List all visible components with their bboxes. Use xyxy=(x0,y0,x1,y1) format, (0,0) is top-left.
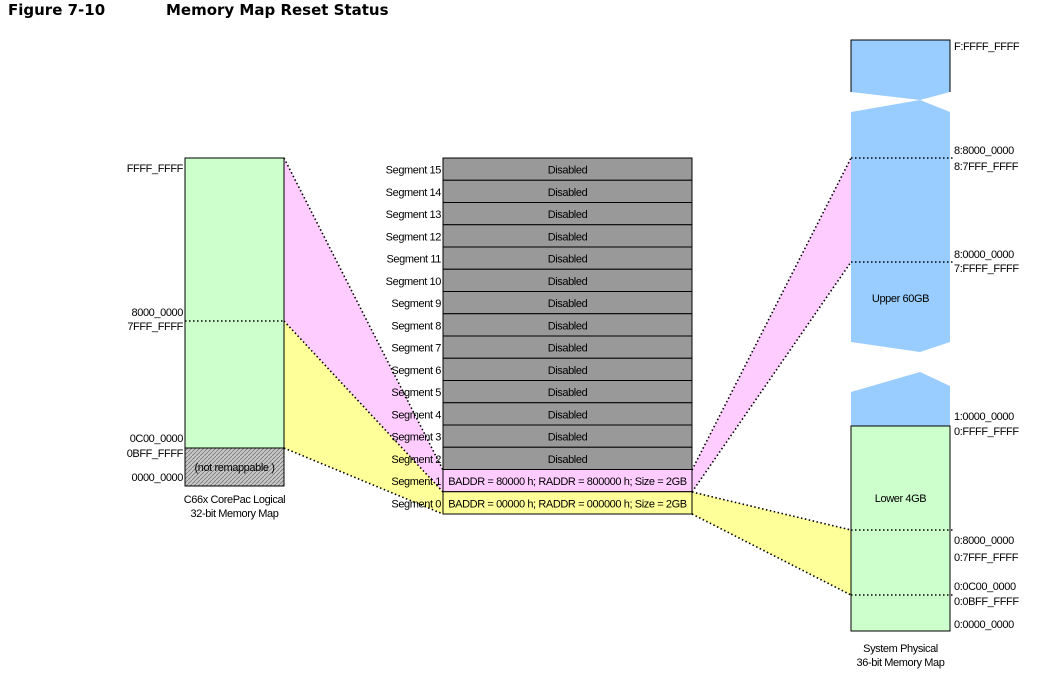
upper-60gb-bottom-block xyxy=(851,372,950,426)
segment-name-8: Segment 8 xyxy=(391,320,441,332)
physical-label-8-7fff-ffff: 8:7FFF_FFFF xyxy=(954,161,1019,173)
segment-name-12: Segment 12 xyxy=(386,231,442,243)
segment-name-2: Segment 2 xyxy=(391,454,441,466)
logical-label-8000-0000: 8000_0000 xyxy=(132,307,184,319)
upper-60gb-label: Upper 60GB xyxy=(872,293,929,305)
segment1-right-wedge xyxy=(692,158,851,492)
logical-label-7fff-ffff: 7FFF_FFFF xyxy=(127,321,183,333)
upper-60gb-top-block xyxy=(851,40,950,100)
physical-label-0-ffff-ffff: 0:FFFF_FFFF xyxy=(954,426,1019,438)
segment-value-5: Disabled xyxy=(548,387,588,399)
segment-name-7: Segment 7 xyxy=(391,343,441,355)
logical-label-0c00-0000: 0C00_0000 xyxy=(130,433,184,445)
physical-map-caption-2: 36-bit Memory Map xyxy=(857,657,945,669)
lower-4gb-label: Lower 4GB xyxy=(875,493,926,505)
segment-value-2: Disabled xyxy=(548,454,588,466)
segment-name-4: Segment 4 xyxy=(391,409,441,421)
physical-label-0-8000-0000: 0:8000_0000 xyxy=(954,535,1014,547)
segment-name-14: Segment 14 xyxy=(386,187,442,199)
segment-value-11: Disabled xyxy=(548,254,588,266)
figure-title: Memory Map Reset Status xyxy=(166,1,389,19)
segment1-left-wedge xyxy=(284,158,443,492)
physical-label-0-0c00-0000: 0:0C00_0000 xyxy=(954,581,1016,593)
segment-value-3: Disabled xyxy=(548,432,588,444)
lower-4gb-region xyxy=(850,425,951,632)
not-remappable-label: (not remappable ) xyxy=(194,462,274,474)
segment0-right-wedge xyxy=(692,492,851,595)
segment-name-15: Segment 15 xyxy=(386,165,442,177)
segment-name-11: Segment 11 xyxy=(386,254,441,266)
segment-name-5: Segment 5 xyxy=(391,387,441,399)
segment-value-8: Disabled xyxy=(548,320,588,332)
segment-name-10: Segment 10 xyxy=(386,276,442,288)
mapping-dotted-lines xyxy=(283,157,852,596)
logical-label-0bff-ffff: 0BFF_FFFF xyxy=(127,448,184,460)
physical-label-f-ffff-ffff: F:FFFF_FFFF xyxy=(954,41,1020,53)
segment-name-6: Segment 6 xyxy=(391,365,441,377)
logical-map-box xyxy=(184,157,285,449)
physical-label-7-ffff-ffff: 7:FFFF_FFFF xyxy=(954,263,1019,275)
logical-label-0000-0000: 0000_0000 xyxy=(132,472,184,484)
not-remappable-region xyxy=(184,447,285,487)
segment-value-13: Disabled xyxy=(548,209,588,221)
segment-value-9: Disabled xyxy=(548,298,588,310)
figure-number: Figure 7-10 xyxy=(8,1,106,19)
segment-name-0: Segment 0 xyxy=(391,498,441,510)
physical-label-8-8000-0000: 8:8000_0000 xyxy=(954,145,1014,157)
segment-value-1: BADDR = 80000 h; RADDR = 800000 h; Size … xyxy=(448,476,687,488)
segment-value-0: BADDR = 00000 h; RADDR = 000000 h; Size … xyxy=(448,498,687,510)
logical-map-caption-1: C66x CorePac Logical xyxy=(184,494,285,506)
physical-label-0-0000-0000: 0:0000_0000 xyxy=(954,619,1014,631)
segment-name-9: Segment 9 xyxy=(391,298,441,310)
physical-label-8-0000-0000: 8:0000_0000 xyxy=(954,249,1014,261)
upper-60gb-main-block xyxy=(851,100,950,352)
segment-name-13: Segment 13 xyxy=(386,209,442,221)
physical-map-top-outline xyxy=(850,39,951,92)
segment-name-1: Segment 1 xyxy=(391,476,441,488)
segment-value-10: Disabled xyxy=(548,276,588,288)
segment-value-7: Disabled xyxy=(548,343,588,355)
segment-value-4: Disabled xyxy=(548,409,588,421)
segment-row-0 xyxy=(442,491,693,515)
segment-value-6: Disabled xyxy=(548,365,588,377)
segment-name-3: Segment 3 xyxy=(391,432,441,444)
physical-label-0-7fff-ffff: 0:7FFF_FFFF xyxy=(954,552,1019,564)
physical-map-caption-1: System Physical xyxy=(863,643,938,655)
segment0-left-wedge xyxy=(284,321,443,514)
segment-value-15: Disabled xyxy=(548,165,588,177)
logical-map-caption-2: 32-bit Memory Map xyxy=(191,508,279,520)
physical-label-1-0000-0000: 1:0000_0000 xyxy=(954,411,1014,423)
physical-label-0-0bff-ffff: 0:0BFF_FFFF xyxy=(954,596,1019,608)
logical-label-ffff-ffff: FFFF_FFFF xyxy=(127,163,184,175)
segment-value-14: Disabled xyxy=(548,187,588,199)
segment-value-12: Disabled xyxy=(548,231,588,243)
